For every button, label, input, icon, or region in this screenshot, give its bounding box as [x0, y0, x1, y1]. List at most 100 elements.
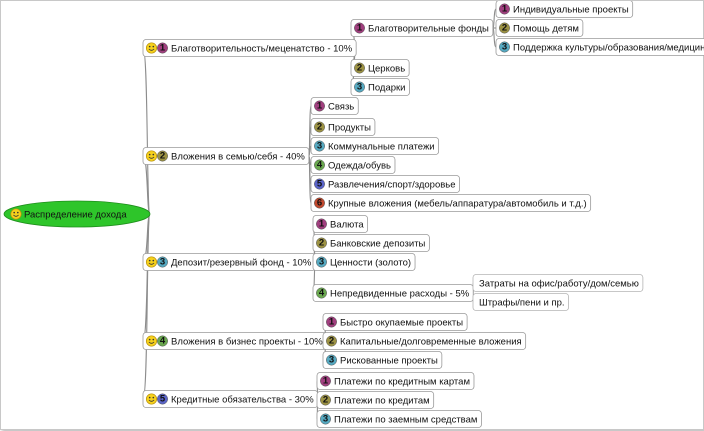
node-label: Банковские депозиты	[330, 238, 426, 249]
branch-2-child-1[interactable]: 1 Связь	[310, 97, 359, 115]
priority-1-icon: 1	[316, 219, 327, 230]
priority-3-icon: 3	[499, 42, 510, 53]
branch-1-child-3[interactable]: 3 Подарки	[350, 78, 410, 96]
node-label: Затраты на офис/работу/дом/семью	[479, 278, 639, 289]
svg-text:3: 3	[329, 355, 334, 366]
branch-3-child-1[interactable]: 1 Валюта	[312, 215, 369, 233]
node-label: Развлечения/спорт/здоровье	[328, 179, 456, 190]
smiley-icon	[145, 393, 158, 405]
smiley-icon	[145, 150, 158, 162]
node-label: Ценности (золото)	[330, 257, 411, 268]
branch-node-3[interactable]: 3 Депозит/резервный фонд - 10%	[142, 253, 316, 271]
node-label: Непредвиденные расходы - 5%	[330, 288, 470, 299]
svg-text:3: 3	[160, 257, 165, 268]
node-label: Связь	[328, 101, 354, 112]
priority-2-icon: 2	[499, 23, 510, 34]
priority-4-icon: 4	[157, 336, 168, 347]
svg-text:5: 5	[317, 179, 323, 190]
smiley-icon	[145, 335, 158, 347]
node-label: Рискованные проекты	[340, 355, 438, 366]
svg-text:2: 2	[160, 151, 165, 162]
branch-2-child-5[interactable]: 5 Развлечения/спорт/здоровье	[310, 175, 460, 193]
node-label: Индивидуальные проекты	[513, 4, 629, 15]
svg-text:1: 1	[319, 219, 325, 230]
svg-text:2: 2	[357, 63, 362, 74]
priority-1-icon: 1	[499, 4, 510, 15]
branch-2-child-2[interactable]: 2 Продукты	[310, 118, 376, 136]
branch-3-child-4-sub-2[interactable]: Штрафы/пени и пр.	[472, 293, 569, 311]
node-label: Валюта	[330, 219, 364, 230]
smiley-icon	[145, 256, 158, 268]
node-label: Быстро окупаемые проекты	[340, 317, 463, 328]
svg-text:2: 2	[323, 395, 328, 406]
branch-node-5[interactable]: 5 Кредитные обязательства - 30%	[142, 390, 319, 408]
node-label: Кредитные обязательства - 30%	[171, 394, 314, 405]
branch-4-child-3[interactable]: 3 Рискованные проекты	[322, 351, 443, 369]
node-label: Штрафы/пени и пр.	[479, 297, 565, 308]
priority-1-icon: 1	[314, 101, 325, 112]
node-label: Депозит/резервный фонд - 10%	[171, 257, 312, 268]
priority-4-icon: 4	[316, 288, 327, 299]
priority-4-icon: 4	[314, 160, 325, 171]
priority-3-icon: 3	[316, 257, 327, 268]
root-label: Распределение дохода	[24, 210, 127, 221]
priority-2-icon: 2	[326, 336, 337, 347]
node-label: Капитальные/долговременные вложения	[340, 336, 522, 347]
node-label: Одежда/обувь	[328, 160, 391, 171]
branch-4-child-2[interactable]: 2 Капитальные/долговременные вложения	[322, 332, 527, 350]
smiley-icon	[145, 42, 158, 54]
smiley-icon	[10, 208, 22, 220]
priority-1-icon: 1	[326, 317, 337, 328]
svg-text:1: 1	[323, 376, 329, 387]
svg-text:2: 2	[317, 122, 322, 133]
node-label: Коммунальные платежи	[328, 141, 435, 152]
svg-text:1: 1	[160, 43, 166, 54]
branch-3-child-4-sub-1[interactable]: Затраты на офис/работу/дом/семью	[472, 274, 644, 292]
svg-text:4: 4	[317, 160, 323, 171]
connector-lines	[142, 8, 497, 420]
node-label: Подарки	[368, 82, 405, 93]
priority-3-icon: 3	[314, 141, 325, 152]
svg-text:1: 1	[317, 101, 323, 112]
priority-1-icon: 1	[320, 376, 331, 387]
priority-3-icon: 3	[320, 414, 331, 425]
svg-text:2: 2	[329, 336, 334, 347]
branch-5-child-2[interactable]: 2 Платежи по кредитам	[316, 391, 435, 409]
svg-text:5: 5	[160, 394, 166, 405]
priority-1-icon: 1	[354, 23, 365, 34]
svg-text:3: 3	[317, 141, 322, 152]
branch-3-child-2[interactable]: 2 Банковские депозиты	[312, 234, 430, 252]
node-label: Поддержка культуры/образования/медицины	[513, 42, 704, 53]
priority-2-icon: 2	[320, 395, 331, 406]
svg-text:3: 3	[319, 257, 324, 268]
branch-3-child-3[interactable]: 3 Ценности (золото)	[312, 253, 416, 271]
root-node[interactable]: Распределение дохода	[3, 200, 151, 228]
node-label: Платежи по кредитам	[334, 395, 430, 406]
priority-5-icon: 5	[314, 179, 325, 190]
priority-2-icon: 2	[314, 122, 325, 133]
node-label: Продукты	[328, 122, 371, 133]
priority-6-icon: 6	[314, 198, 325, 209]
svg-text:3: 3	[357, 82, 362, 93]
branch-2-child-4[interactable]: 4 Одежда/обувь	[310, 156, 396, 174]
svg-text:2: 2	[319, 238, 324, 249]
branch-2-child-3[interactable]: 3 Коммунальные платежи	[310, 137, 440, 155]
priority-5-icon: 5	[157, 394, 168, 405]
svg-text:1: 1	[357, 23, 363, 34]
priority-2-icon: 2	[157, 151, 168, 162]
node-label: Крупные вложения (мебель/аппаратура/авто…	[328, 198, 587, 209]
